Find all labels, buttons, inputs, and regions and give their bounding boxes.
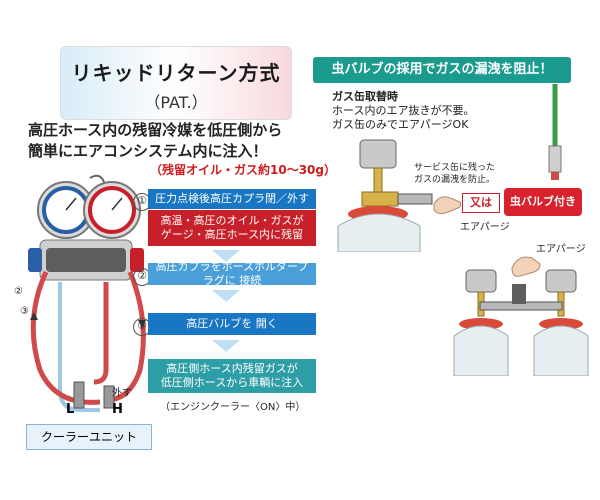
gas-can-valve-illustration [337, 139, 433, 252]
label-l: L [66, 402, 75, 417]
step-3-box: 高圧バルブを 開く [148, 313, 316, 335]
title-badge: リキッドリターン方式 （PAT.） [60, 46, 292, 120]
finger-press-icon [511, 256, 541, 277]
lead-line-2: 簡単にエアコンシステム内に注入！ [28, 142, 268, 160]
service-line-2: ガスの漏洩を防止。 [414, 175, 496, 185]
gas-line-1: ホース内のエア抜きが不要。 [332, 104, 475, 117]
label-detach: 外す [112, 388, 132, 399]
finger-icon [433, 196, 462, 215]
valve-badge: 虫バルブ付き [504, 188, 582, 216]
manifold-gauge-illustration [28, 174, 146, 412]
step-4-line-2: 低圧側ホースから車輌に注入 [160, 376, 304, 389]
gas-title: ガス缶取替時 [332, 90, 398, 103]
or-badge: 又は [462, 193, 500, 213]
service-line-1: サービス缶に残った [414, 163, 496, 173]
page-title: リキッドリターン方式 [71, 61, 281, 85]
lead-text: 高圧ホース内の残留冷媒を低圧側から 簡単にエアコンシステム内に注入！ [28, 120, 282, 162]
cooler-unit-box: クーラーユニット [26, 424, 152, 450]
step-1-box: 圧力点検後高圧カプラ閉／外す [148, 189, 316, 209]
label-h: H [112, 402, 123, 417]
lead-line-1: 高圧ホース内の残留冷媒を低圧側から [28, 121, 283, 139]
step-1b-line-2: ゲージ・高圧ホース内に残留 [160, 228, 304, 241]
flow-arrow-3 [212, 340, 240, 352]
step-2-box: 高圧カプラをホースホルダープラグに 接続 [148, 260, 316, 287]
green-hose-illustration [548, 84, 562, 180]
lead-note: （残留オイル・ガス約10～30g） [150, 163, 336, 177]
air-purge-label-1: エアパージ [460, 222, 510, 233]
step-1b-line-1: 高温・高圧のオイル・ガスが [160, 214, 304, 227]
flow-arrow-2 [212, 290, 240, 302]
step-4-line-1: 高圧側ホース内残留ガスが [166, 362, 298, 375]
step-4-box: 高圧側ホース内残留ガスが 低圧側ホースから車輌に注入 [148, 359, 316, 393]
twin-can-valve-illustration [453, 269, 589, 376]
gas-line-2: ガス缶のみでエアパージOK [332, 118, 469, 131]
step-1-text: 圧力点検後高圧カプラ閉／外す [155, 192, 309, 205]
label-num-2: ② [14, 286, 23, 297]
step-1b-box: 高温・高圧のオイル・ガスが ゲージ・高圧ホース内に残留 [148, 210, 316, 246]
flow-arrow-1 [212, 250, 240, 262]
label-num-3: ③ [20, 306, 29, 317]
engine-note: （エンジンクーラー〈ON〉中） [160, 402, 306, 413]
air-purge-label-2: エアパージ [536, 244, 586, 255]
step-3-text: 高圧バルブを 開く [186, 317, 278, 330]
page-subtitle: （PAT.） [144, 93, 208, 112]
valve-header: 虫バルブの採用でガスの漏洩を阻止！ [313, 57, 571, 83]
step-2-text: 高圧カプラをホースホルダープラグに 接続 [155, 260, 309, 287]
